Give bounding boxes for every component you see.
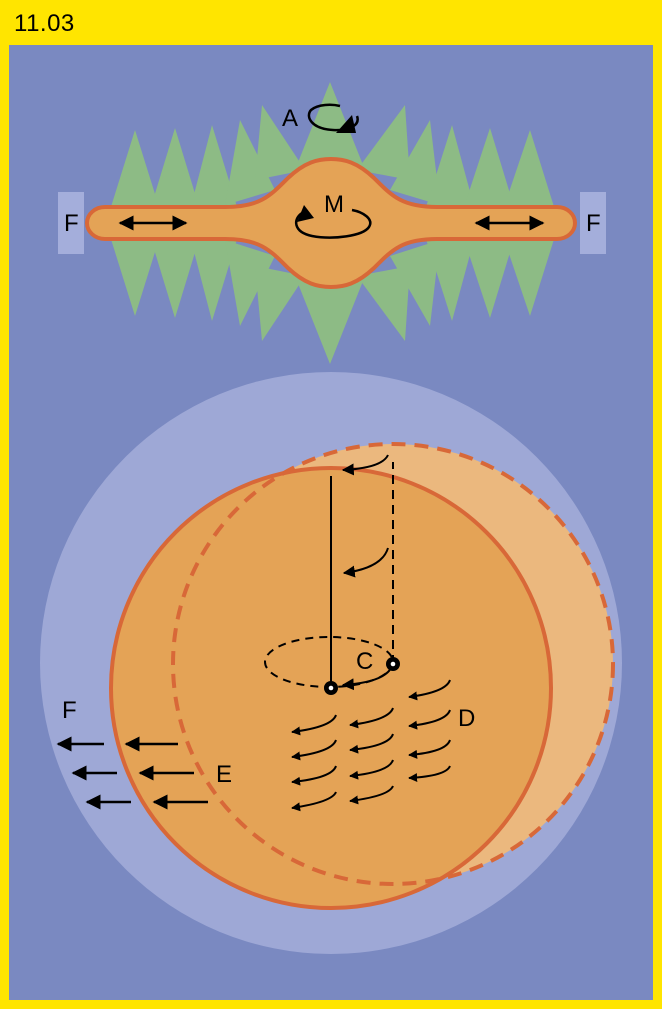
figure-number: 11.03: [14, 10, 75, 37]
label-f-left: F: [64, 210, 79, 237]
label-c: C: [356, 648, 373, 675]
label-m: M: [324, 191, 344, 218]
shifted-disk-outline: [171, 442, 615, 886]
rotation-a-icon: [307, 103, 359, 133]
flow-arrows-e: [124, 736, 208, 810]
label-a: A: [282, 105, 298, 132]
flow-arrows-d: [291, 679, 451, 812]
label-f-right: F: [586, 210, 601, 237]
upper-cones: [110, 82, 555, 210]
diagram-canvas: A M F F: [40, 82, 622, 954]
edge-on-section: A M F F: [58, 82, 606, 364]
wall-right: [580, 192, 606, 254]
label-d: D: [458, 705, 475, 732]
diagram-panel: A M F F: [9, 45, 653, 1000]
curved-arrow-top-icon: [341, 454, 389, 476]
label-f-lower: F: [62, 697, 77, 724]
wall-left: [58, 192, 84, 254]
face-on-section: C D E F: [40, 372, 622, 954]
curved-arrow-mid-icon: [342, 547, 389, 578]
lower-cones: [110, 236, 555, 364]
rotation-m-icon: [294, 205, 372, 239]
label-e: E: [216, 761, 232, 788]
edge-on-disk: [85, 156, 577, 290]
flow-arrows-f: [56, 736, 131, 810]
